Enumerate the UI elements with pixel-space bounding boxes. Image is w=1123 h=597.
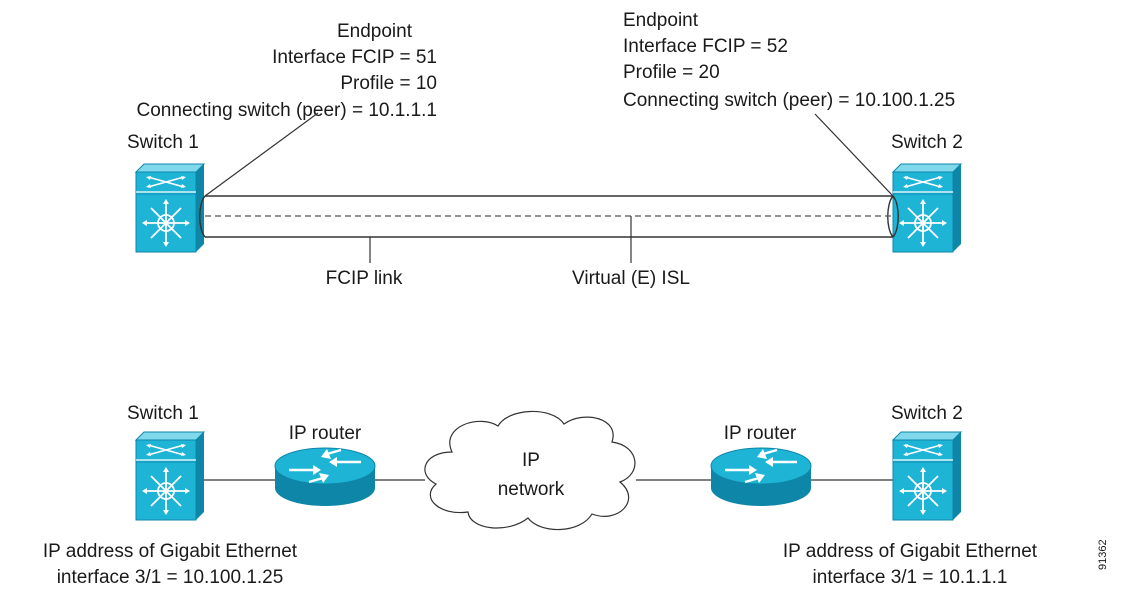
fcip-link-label: FCIP link (326, 268, 403, 289)
cloud-label-line1: IP (522, 450, 540, 471)
fcip-link (199, 195, 899, 238)
endpoint-2-title: Endpoint (623, 10, 699, 31)
left-ip-line2: interface 3/1 = 10.100.1.25 (57, 567, 284, 588)
router-1-label: IP router (289, 423, 362, 444)
router-2-icon (709, 446, 813, 508)
endpoint-2-profile: Profile = 20 (623, 62, 720, 83)
router-1-icon (273, 446, 377, 508)
top-switch-2-label: Switch 2 (891, 132, 963, 153)
left-ip-line1: IP address of Gigabit Ethernet (43, 541, 298, 562)
endpoint-1-profile: Profile = 10 (340, 73, 437, 94)
endpoint-2-label: Endpoint Interface FCIP = 52 Profile = 2… (623, 10, 955, 111)
bottom-switch-2-icon (892, 431, 962, 521)
endpoint-2-leader (814, 113, 894, 197)
endpoint-1-interface: Interface FCIP = 51 (272, 47, 437, 68)
cloud-label-line2: network (498, 479, 565, 500)
router-2-label: IP router (724, 423, 797, 444)
virtual-isl-label: Virtual (E) ISL (572, 268, 690, 289)
endpoint-1-label: Endpoint Interface FCIP = 51 Profile = 1… (137, 21, 437, 121)
endpoint-1-title: Endpoint (337, 21, 413, 42)
figure-id: 91362 (1097, 539, 1109, 570)
top-switch-2-icon (892, 163, 962, 253)
endpoint-2-peer: Connecting switch (peer) = 10.100.1.25 (623, 90, 955, 111)
top-switch-1-icon (135, 163, 205, 253)
top-switch-1-label: Switch 1 (127, 132, 199, 153)
endpoint-2-interface: Interface FCIP = 52 (623, 36, 788, 57)
ip-network-cloud-icon (424, 410, 636, 531)
bottom-switch-1-icon (135, 431, 205, 521)
right-ip-line2: interface 3/1 = 10.1.1.1 (813, 567, 1008, 588)
endpoint-1-leader (204, 112, 319, 197)
endpoint-1-peer: Connecting switch (peer) = 10.1.1.1 (137, 100, 437, 121)
bottom-switch-2-label: Switch 2 (891, 403, 963, 424)
bottom-switch-1-label: Switch 1 (127, 403, 199, 424)
right-ip-line1: IP address of Gigabit Ethernet (783, 541, 1038, 562)
